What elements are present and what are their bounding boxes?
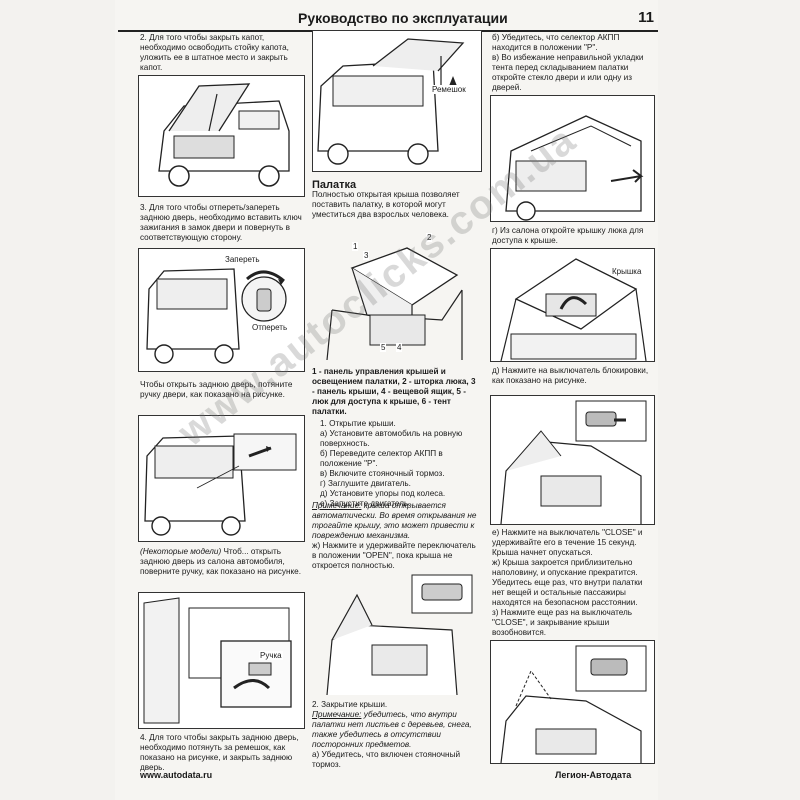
figure-hood-open bbox=[138, 75, 305, 197]
para-open-door: Чтобы открыть заднюю дверь, потяните руч… bbox=[140, 380, 293, 399]
right-text-2: г) Из салона откройте крышку люка для до… bbox=[492, 226, 652, 246]
figure-strap: Ручка bbox=[138, 592, 305, 729]
close-switch-illustration bbox=[500, 645, 647, 763]
step-v: в) Во избежание неправильной укладки тен… bbox=[492, 53, 644, 92]
open-switch-illustration bbox=[326, 574, 473, 695]
page-header: Руководство по эксплуатации 11 bbox=[118, 9, 658, 32]
note-text: убедитесь, что внутри палатки нет листье… bbox=[312, 710, 472, 749]
note-auto-open: Примечание: крыша открывается автоматиче… bbox=[312, 501, 480, 541]
rear-door-lock-illustration bbox=[146, 268, 287, 364]
rear-door-handle-illustration bbox=[144, 433, 297, 536]
figure-strap-pull: Ремешок bbox=[312, 30, 482, 172]
step-zh-right: ж) Крыша закроется приблизительно наполо… bbox=[492, 558, 643, 607]
models-text: Чтоб... открыть заднюю дверь из салона а… bbox=[140, 547, 301, 576]
door-strap-illustration bbox=[143, 597, 292, 724]
figure-open-switch bbox=[312, 570, 480, 695]
page-number: 11 bbox=[638, 9, 654, 26]
para-close-hood: 2. Для того чтобы закрыть капот, необход… bbox=[140, 33, 289, 72]
step-b: б) Убедитесь, что селектор АКПП находитс… bbox=[492, 33, 620, 52]
tent-section: Палатка Полностью открытая крыша позволя… bbox=[312, 180, 480, 220]
right-text-4: е) Нажмите на выключатель "CLOSE" и удер… bbox=[492, 528, 652, 638]
note-label: Примечание: bbox=[312, 710, 362, 719]
callout-3: 3 bbox=[363, 251, 370, 260]
figure-raised-roof bbox=[490, 95, 655, 222]
lock-switch-illustration bbox=[500, 400, 647, 524]
label-hatch-cover: Крышка bbox=[611, 267, 643, 276]
note-block-1: Примечание: крыша открывается автоматиче… bbox=[312, 501, 480, 571]
left-text-2: 3. Для того чтобы отпереть/запереть задн… bbox=[140, 203, 302, 243]
note-text: крыша открывается автоматически. Во врем… bbox=[312, 501, 477, 540]
step-line: б) Переведите селектор АКПП в положение … bbox=[320, 449, 443, 468]
step-line: а) Установите автомобиль на ровную повер… bbox=[320, 429, 463, 448]
left-text-5: 4. Для того чтобы закрыть заднюю дверь, … bbox=[140, 733, 302, 773]
callout-1: 1 bbox=[352, 242, 359, 251]
roof-hatch-illustration bbox=[500, 258, 647, 361]
note-before-close: Примечание: убедитесь, что внутри палатк… bbox=[312, 710, 480, 750]
figure-roof-hatch: Крышка bbox=[490, 248, 655, 362]
step-line: в) Включите стояночный тормоз. bbox=[320, 469, 445, 478]
close-section: 2. Закрытие крыши. Примечание: убедитесь… bbox=[312, 700, 480, 770]
step-line: г) Заглушите двигатель. bbox=[320, 479, 411, 488]
figure-lock-switch bbox=[490, 395, 655, 525]
figure-door-lock: Запереть Отпереть bbox=[138, 248, 305, 372]
step-line: 1. Открытие крыши. bbox=[320, 419, 396, 428]
right-text-1: б) Убедитесь, что селектор АКПП находитс… bbox=[492, 33, 652, 93]
label-unlock: Отпереть bbox=[251, 323, 289, 332]
label-lock: Запереть bbox=[224, 255, 261, 264]
footer-website: www.autodata.ru bbox=[140, 770, 213, 780]
step-e: е) Нажмите на выключатель "CLOSE" и удер… bbox=[492, 528, 643, 557]
label-strap: Ремешок bbox=[431, 85, 467, 94]
right-text-3: д) Нажмите на выключатель блокировки, ка… bbox=[492, 366, 652, 386]
para-close-door: 4. Для того чтобы закрыть заднюю дверь, … bbox=[140, 733, 299, 772]
para-models: (Некоторые модели) Чтоб... открыть задню… bbox=[140, 547, 302, 577]
step-zh: ж) Нажмите и удерживайте переключатель в… bbox=[312, 541, 476, 570]
label-handle: Ручка bbox=[259, 651, 283, 660]
left-text-1: 2. Для того чтобы закрыть капот, необход… bbox=[140, 33, 302, 73]
step-z: з) Нажмите еще раз на выключатель "CLOSE… bbox=[492, 608, 633, 637]
close-step-a: а) Убедитесь, что включен стояночный тор… bbox=[312, 750, 461, 769]
open-steps: 1. Открытие крыши. а) Установите автомоб… bbox=[320, 419, 480, 509]
tent-roof-illustration bbox=[326, 247, 463, 360]
raised-roof-van-illustration bbox=[505, 115, 644, 221]
close-title: 2. Закрытие крыши. bbox=[312, 700, 388, 709]
para-door-key: 3. Для того чтобы отпереть/запереть задн… bbox=[140, 203, 302, 242]
section-title-tent: Палатка bbox=[312, 179, 357, 191]
models-note: (Некоторые модели) bbox=[140, 547, 222, 556]
step-d: д) Нажмите на выключатель блокировки, ка… bbox=[492, 366, 649, 385]
step-line: е) Запустите двигатель. bbox=[320, 499, 411, 508]
left-text-3: Чтобы открыть заднюю дверь, потяните руч… bbox=[140, 380, 302, 400]
tailgate-strap-illustration bbox=[317, 38, 465, 165]
note-label: Примечание: bbox=[312, 501, 362, 510]
callout-4: 4 bbox=[396, 343, 403, 352]
figure-close-switch bbox=[490, 640, 655, 764]
figure-tent-parts: 1 2 3 4 5 bbox=[312, 230, 480, 360]
tent-intro: Полностью открытая крыша позволяет поста… bbox=[312, 190, 460, 219]
left-text-4: (Некоторые модели) Чтоб... открыть задню… bbox=[140, 547, 302, 577]
page-title: Руководство по эксплуатации bbox=[298, 10, 508, 26]
van-hood-illustration bbox=[158, 83, 290, 187]
callout-5: 5 bbox=[380, 343, 387, 352]
tent-parts-caption: 1 - панель управления крышей и освещение… bbox=[312, 367, 476, 416]
step-line: д) Установите упоры под колеса. bbox=[320, 489, 446, 498]
footer-publisher: Легион-Автодата bbox=[555, 770, 632, 780]
step-g: г) Из салона откройте крышку люка для до… bbox=[492, 226, 644, 245]
figure-door-handle bbox=[138, 415, 305, 542]
tent-caption-block: 1 - панель управления крышей и освещение… bbox=[312, 367, 480, 417]
callout-2: 2 bbox=[426, 233, 433, 242]
